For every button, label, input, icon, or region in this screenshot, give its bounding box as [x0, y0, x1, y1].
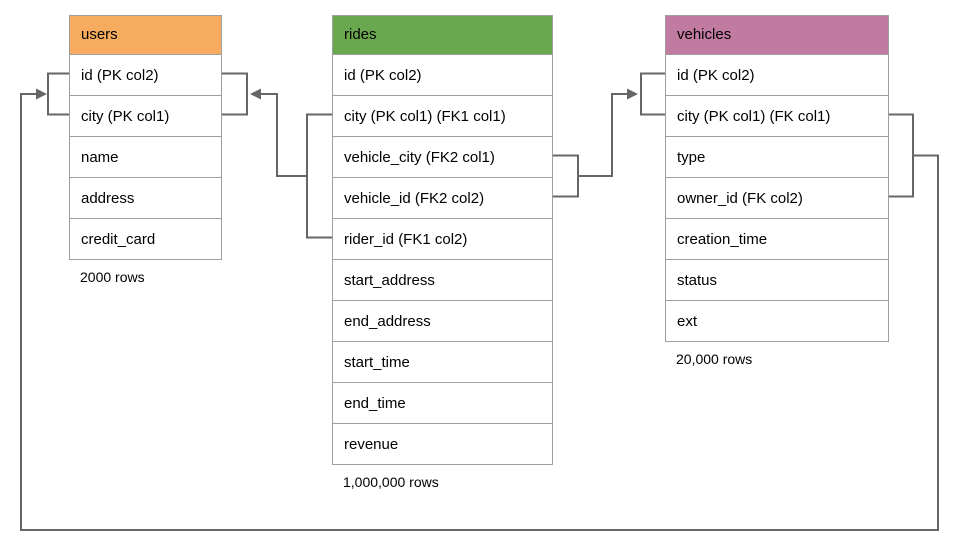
users-column-name: name	[70, 136, 221, 177]
vehicles-row-count: 20,000 rows	[676, 351, 753, 367]
vehicles-column-status: status	[666, 259, 888, 300]
vehicles-column-owner-id: owner_id (FK col2)	[666, 177, 888, 218]
table-rides: rides id (PK col2) city (PK col1) (FK1 c…	[332, 15, 553, 490]
rides-column-start-time: start_time	[333, 341, 552, 382]
users-column-address: address	[70, 177, 221, 218]
rides-column-vehicle-city: vehicle_city (FK2 col1)	[333, 136, 552, 177]
vehicles-column-id: id (PK col2)	[666, 54, 888, 95]
vehicles-column-creation-time: creation_time	[666, 218, 888, 259]
rides-to-users-arrowhead-icon	[250, 88, 261, 100]
rides-to-users-line	[260, 93, 307, 177]
vehicles-column-type: type	[666, 136, 888, 177]
users-left-bracket	[47, 72, 69, 116]
rides-column-rider-id: rider_id (FK1 col2)	[333, 218, 552, 259]
rides-row-count: 1,000,000 rows	[343, 474, 439, 490]
rides-to-vehicles-arrowhead-icon	[627, 88, 638, 100]
vehicles-left-bracket	[640, 72, 665, 116]
table-vehicles: vehicles id (PK col2) city (PK col1) (FK…	[665, 15, 889, 367]
rides-column-end-time: end_time	[333, 382, 552, 423]
rides-column-city: city (PK col1) (FK1 col1)	[333, 95, 552, 136]
table-users: users id (PK col2) city (PK col1) name a…	[69, 15, 222, 285]
vehicles-to-users-arrowhead-icon	[36, 88, 47, 100]
users-column-credit-card: credit_card	[70, 218, 221, 259]
users-column-id: id (PK col2)	[70, 54, 221, 95]
rides-column-start-address: start_address	[333, 259, 552, 300]
rides-column-revenue: revenue	[333, 423, 552, 464]
table-users-title: users	[70, 16, 221, 54]
table-vehicles-title: vehicles	[666, 16, 888, 54]
users-right-bracket	[221, 72, 248, 116]
users-row-count: 2000 rows	[80, 269, 145, 285]
vehicles-column-city: city (PK col1) (FK col1)	[666, 95, 888, 136]
vehicles-right-bracket	[888, 113, 914, 198]
table-rides-title: rides	[333, 16, 552, 54]
rides-column-id: id (PK col2)	[333, 54, 552, 95]
users-column-city: city (PK col1)	[70, 95, 221, 136]
rides-to-vehicles-line	[578, 93, 628, 177]
rides-right-bracket	[552, 154, 579, 198]
rides-left-bracket	[306, 113, 332, 239]
vehicles-column-ext: ext	[666, 300, 888, 341]
rides-column-vehicle-id: vehicle_id (FK2 col2)	[333, 177, 552, 218]
rides-column-end-address: end_address	[333, 300, 552, 341]
